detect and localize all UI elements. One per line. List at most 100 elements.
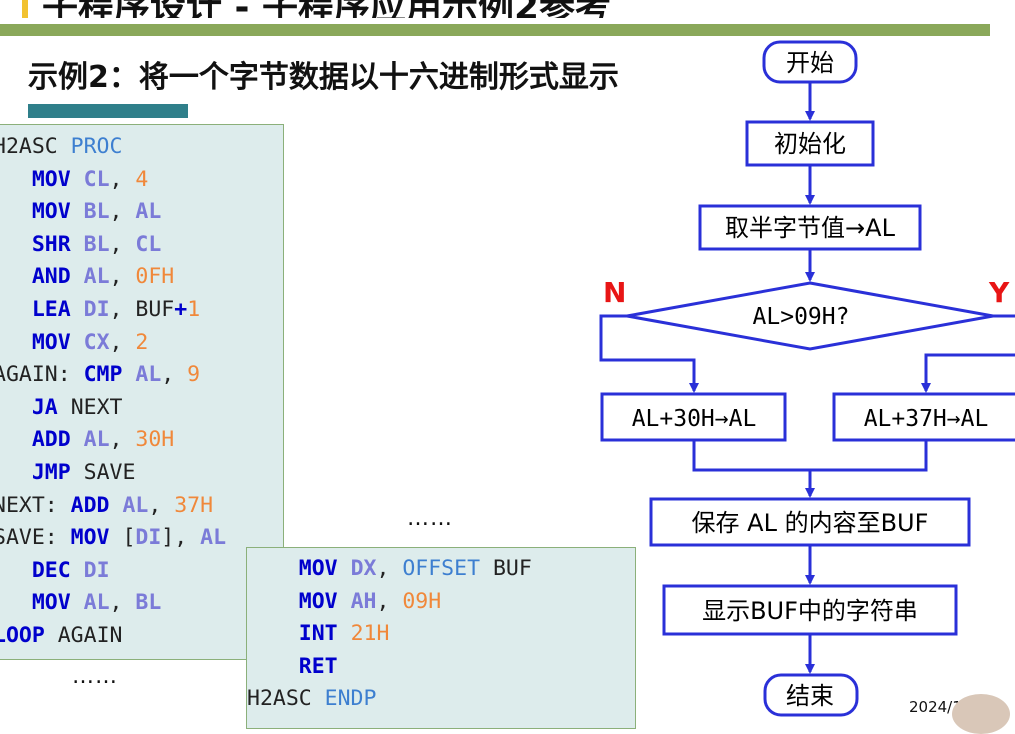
code-line: MOV AH, 09H	[247, 586, 635, 619]
code-line: LEA DI, BUF+1	[0, 294, 283, 327]
slide-title: 子程序设计 - 子程序应用示例2参考	[0, 0, 900, 18]
code-line: RET	[247, 651, 635, 684]
code-token: 09H	[402, 588, 442, 614]
code-token: 30H	[135, 427, 175, 453]
code-token: ,	[109, 166, 136, 192]
code-token: AH	[350, 588, 377, 614]
code-token: ENDP	[324, 686, 377, 712]
ellipsis-middle: ……	[407, 506, 453, 531]
flow-save-label: 保存 AL 的内容至BUF	[692, 509, 929, 537]
code-line: INT 21H	[247, 618, 635, 651]
code-token: ADD	[31, 427, 84, 453]
code-token: AGAIN	[57, 622, 123, 648]
code-line: ADD AL, 30H	[0, 424, 283, 457]
code-token: 21H	[350, 621, 390, 647]
code-token: SAVE	[83, 459, 136, 485]
code-token: ,	[109, 427, 136, 453]
code-line: NEXT: ADD AL, 37H	[0, 490, 283, 523]
flow-condition-diamond	[626, 281, 994, 351]
code-token: LEA	[31, 296, 84, 322]
code-token: MOV	[31, 166, 84, 192]
title-underline-rule	[0, 24, 990, 36]
code-token: ,	[109, 231, 136, 257]
code-token: DI	[83, 296, 110, 322]
code-line: DEC DI	[0, 555, 283, 588]
code-token: NEXT:	[0, 492, 71, 518]
code-token: ,	[161, 362, 188, 388]
flow-end-terminal	[763, 673, 859, 717]
code-token: SHR	[31, 231, 84, 257]
code-token: CMP	[83, 362, 136, 388]
code-token: MOV	[31, 329, 84, 355]
code-token: AL	[135, 362, 162, 388]
code-token: BL	[135, 590, 162, 616]
code-token: AND	[31, 264, 84, 290]
code-token: [	[122, 525, 136, 551]
flow-end-label: 结束	[786, 682, 834, 710]
code-token: 0FH	[135, 264, 175, 290]
code-token: BUF	[480, 556, 532, 581]
code-token: CL	[135, 231, 162, 257]
code-token: ,	[109, 590, 136, 616]
code-token: 2	[135, 329, 149, 355]
code-token: RET	[298, 653, 338, 679]
code-token: +	[174, 296, 188, 322]
code-line: AGAIN: CMP AL, 9	[0, 359, 283, 392]
code-line: H2ASC PROC	[0, 131, 283, 164]
code-line: JA NEXT	[0, 392, 283, 425]
slide-title-text: 子程序设计 - 子程序应用示例2参考	[42, 0, 611, 18]
code-token: 4	[135, 166, 149, 192]
code-token: AL	[83, 427, 110, 453]
flow-add37-label: AL+37H→AL	[864, 406, 989, 432]
code-token: AL	[83, 264, 110, 290]
code-token: JMP	[31, 459, 84, 485]
code-line: H2ASC ENDP	[247, 683, 635, 716]
code-token: CL	[83, 166, 110, 192]
code-line: MOV BL, AL	[0, 196, 283, 229]
code-token: BL	[83, 199, 110, 225]
code-token: AL	[83, 590, 110, 616]
slide-subtitle: 示例2：将一个字节数据以十六进制形式显示	[28, 60, 619, 95]
flow-init-label: 初始化	[774, 130, 846, 158]
code-token: MOV	[298, 556, 351, 581]
code-line: MOV DX, OFFSET BUF	[247, 553, 635, 586]
code-token: ],	[161, 525, 201, 551]
flow-condition-label: AL>09H?	[753, 304, 850, 330]
flow-start-label: 开始	[786, 49, 834, 77]
subtitle-accent-bar	[28, 104, 188, 118]
code-token: AL	[200, 525, 227, 551]
flow-yes-label: Y	[988, 276, 1010, 309]
code-lines-main: H2ASC PROC MOV CL, 4 MOV BL, AL SHR BL , …	[0, 125, 283, 653]
code-line: AND AL, 0FH	[0, 261, 283, 294]
code-token: DX	[350, 556, 377, 581]
code-line: MOV CL, 4	[0, 164, 283, 197]
code-token: DEC	[31, 557, 84, 583]
code-token: 37H	[174, 492, 214, 518]
code-line: SAVE: MOV [DI], AL	[0, 522, 283, 555]
code-token: 9	[187, 362, 201, 388]
code-token: ,	[109, 264, 136, 290]
code-token: MOV	[298, 588, 351, 614]
title-accent-bar	[22, 0, 28, 18]
code-token: DI	[83, 557, 110, 583]
code-token: NEXT	[70, 394, 123, 420]
code-token: H2ASC	[247, 686, 325, 712]
code-token: AL	[122, 492, 149, 518]
code-token: ,	[109, 329, 136, 355]
code-token: JA	[31, 394, 71, 420]
code-token: MOV	[31, 199, 84, 225]
code-token: MOV	[70, 525, 123, 551]
code-token: ,	[148, 492, 175, 518]
code-token: MOV	[31, 590, 84, 616]
code-token: , BUF	[109, 296, 175, 322]
code-token: AL	[135, 199, 162, 225]
code-token: 1	[187, 296, 201, 322]
flow-no-label: N	[603, 276, 626, 309]
code-token: BL	[83, 231, 110, 257]
code-token: ADD	[70, 492, 123, 518]
code-token: CX	[83, 329, 110, 355]
code-listing-tail: MOV DX, OFFSET BUF MOV AH, 09H INT 21H R…	[246, 547, 636, 729]
flow-display-label: 显示BUF中的字符串	[702, 597, 918, 625]
